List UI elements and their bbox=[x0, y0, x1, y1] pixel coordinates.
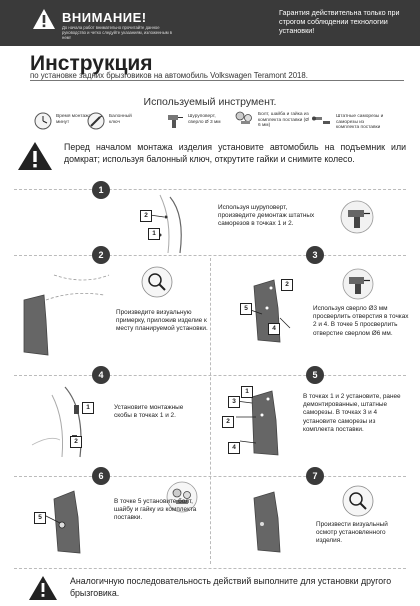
step-number: 1 bbox=[92, 181, 110, 199]
step-text: В точках 1 и 2 установите, ранее демонти… bbox=[303, 393, 401, 433]
callout-marker: 2 bbox=[281, 279, 293, 291]
step-2-illustration bbox=[23, 274, 110, 356]
warning-triangle-icon bbox=[29, 576, 57, 600]
callout-marker: 4 bbox=[268, 323, 280, 335]
step-7-illustration bbox=[253, 491, 281, 553]
tool-label: Время монтажа 10 минут bbox=[56, 114, 98, 125]
wrench-icon bbox=[87, 112, 105, 130]
step-6-illustration bbox=[43, 490, 81, 554]
divider bbox=[14, 255, 406, 256]
step-4-illustration bbox=[31, 386, 82, 458]
divider bbox=[14, 568, 406, 569]
callout-marker: 1 bbox=[148, 228, 160, 240]
page-subtitle: по установке задних брызговиков на автом… bbox=[30, 71, 308, 80]
step-number: 6 bbox=[92, 467, 110, 485]
warning-header: ВНИМАНИЕ! До начала работ внимательно пр… bbox=[0, 0, 420, 46]
pre-install-warning: Перед началом монтажа изделия установите… bbox=[64, 142, 406, 164]
page-title: Инструкция bbox=[30, 52, 153, 75]
header-title: ВНИМАНИЕ! bbox=[62, 10, 147, 25]
callout-marker: 5 bbox=[34, 512, 46, 524]
step-number: 4 bbox=[92, 366, 110, 384]
magnifier-icon bbox=[342, 485, 374, 517]
step-text: Используя шуруповерт, произведите демонт… bbox=[218, 204, 315, 228]
drill-icon bbox=[168, 115, 183, 128]
tool-label: Штатные саморезы и саморезы из комплекта… bbox=[336, 114, 384, 131]
tool-label: Балонный ключ bbox=[109, 114, 132, 125]
guarantee-note: Гарантия действительна только при строго… bbox=[279, 8, 400, 35]
step-text: Установите монтажные скобы в точках 1 и … bbox=[114, 404, 184, 420]
column-divider bbox=[210, 258, 211, 564]
clock-icon bbox=[34, 112, 52, 130]
callout-marker: 3 bbox=[228, 396, 240, 408]
drill-icon bbox=[340, 200, 374, 234]
step-text: Произведите визуальную примерку, приложи… bbox=[116, 309, 208, 333]
step-number: 7 bbox=[306, 467, 324, 485]
step-text: Произвести визуальный осмотр установленн… bbox=[316, 521, 388, 545]
step-1-illustration bbox=[149, 194, 182, 254]
step-text: В точке 5 установите болт, шайбу и гайку… bbox=[114, 498, 197, 522]
step-text: Используя сверло Ø3 мм просверлить отвер… bbox=[313, 305, 409, 337]
magnifier-icon bbox=[141, 266, 173, 298]
callout-marker: 5 bbox=[240, 303, 252, 315]
bolt-icon bbox=[166, 481, 198, 513]
warning-triangle-icon bbox=[33, 9, 55, 29]
title-divider bbox=[30, 80, 404, 81]
callout-marker: 2 bbox=[222, 416, 234, 428]
callout-marker: 4 bbox=[228, 442, 240, 454]
step-number: 5 bbox=[306, 366, 324, 384]
header-subtitle: До начала работ внимательно прочитайте д… bbox=[62, 25, 172, 40]
tool-label: Шуруповерт, сверло Ø 3 мм bbox=[188, 114, 221, 125]
callout-marker: 1 bbox=[241, 386, 253, 398]
warning-triangle-icon bbox=[18, 142, 52, 170]
footer-note: Аналогичную последовательность действий … bbox=[70, 576, 392, 598]
callout-marker: 1 bbox=[82, 402, 94, 414]
tool-label: Болт, шайба и гайка из комплекта поставк… bbox=[258, 112, 309, 129]
divider bbox=[14, 189, 406, 190]
tools-heading: Используемый инструмент. bbox=[143, 96, 277, 108]
callout-marker: 2 bbox=[70, 436, 82, 448]
drill-icon bbox=[342, 268, 374, 300]
screw-icon bbox=[312, 116, 330, 124]
step-number: 3 bbox=[306, 246, 324, 264]
bolt-icon bbox=[235, 111, 252, 124]
step-number: 2 bbox=[92, 246, 110, 264]
callout-marker: 2 bbox=[140, 210, 152, 222]
